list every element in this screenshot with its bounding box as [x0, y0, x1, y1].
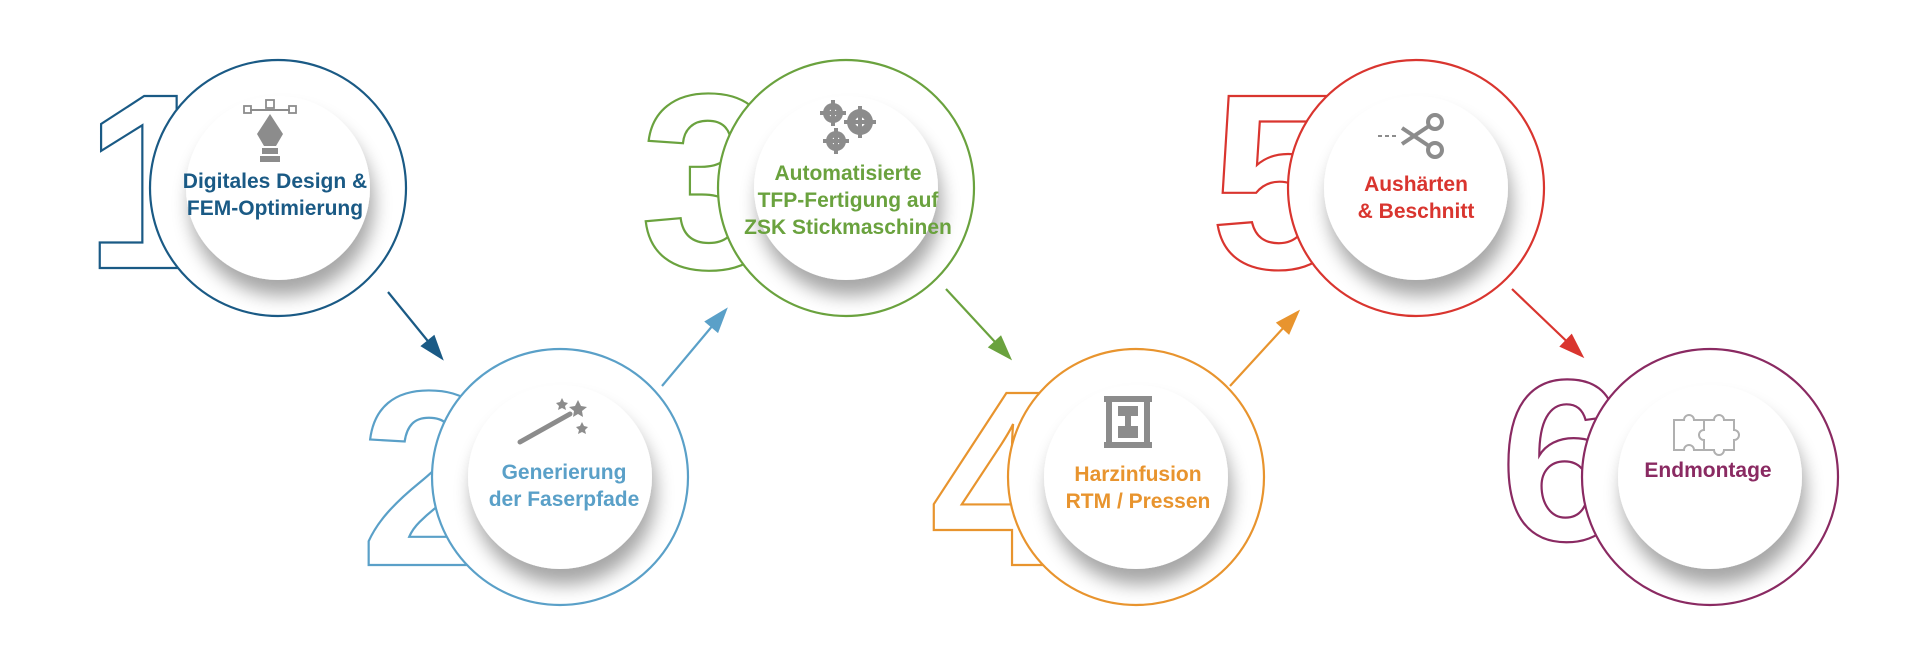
step-4: 4	[929, 338, 1266, 619]
step-3-line-2: TFP-Fertigung auf	[757, 189, 939, 212]
step-5: 5	[1209, 41, 1546, 322]
step-2: 2	[359, 338, 690, 619]
step-1-line-2: FEM-Optimierung	[186, 197, 364, 220]
step-inner-disc-5	[1324, 96, 1508, 280]
step-inner-disc-4	[1044, 385, 1228, 569]
step-1-line-1: Digitales Design &	[182, 170, 368, 193]
arrow-head-5	[1559, 333, 1585, 359]
magic-wand-icon	[517, 398, 588, 445]
arrow-head-2	[704, 307, 728, 334]
pen-tool-icon	[243, 99, 297, 162]
step-3-line-1: Automatisierte	[774, 162, 922, 185]
step-label-5: Aushärten & Beschnitt	[1358, 171, 1475, 225]
step-label-6: Endmontage	[1644, 457, 1771, 484]
arrow-head-1	[420, 334, 444, 361]
step-inner-disc-6	[1618, 385, 1802, 569]
scissors-icon	[1378, 113, 1444, 159]
flow-arrows	[387, 288, 1585, 387]
press-icon	[1104, 396, 1152, 448]
gears-icon	[820, 100, 876, 154]
step-label-3: Automatisierte TFP-Fertigung auf ZSK Sti…	[744, 160, 952, 241]
step-5-line-1: Aushärten	[1364, 173, 1468, 196]
step-label-2: Generierung der Faserpfade	[489, 459, 640, 513]
step-1: 1	[83, 41, 408, 322]
puzzle-icon	[1673, 414, 1740, 456]
step-2-line-1: Generierung	[501, 461, 627, 484]
step-label-4: Harzinfusion RTM / Pressen	[1066, 461, 1211, 515]
step-2-line-2: der Faserpfade	[488, 488, 640, 511]
step-inner-disc-1	[186, 96, 370, 280]
step-5-line-2: & Beschnitt	[1357, 200, 1475, 223]
step-inner-disc-2	[468, 385, 652, 569]
step-label-1: Digitales Design & FEM-Optimierung	[183, 168, 367, 222]
step-3: 3	[639, 41, 976, 322]
step-4-line-1: Harzinfusion	[1074, 463, 1202, 486]
arrow-head-3	[987, 335, 1013, 361]
step-6: 6	[1499, 331, 1840, 607]
step-4-line-2: RTM / Pressen	[1065, 490, 1211, 513]
arrow-head-4	[1275, 309, 1301, 335]
step-6-line-1: Endmontage	[1644, 459, 1772, 482]
step-inner-disc-3	[754, 96, 938, 280]
step-3-line-3: ZSK Stickmaschinen	[744, 216, 952, 239]
